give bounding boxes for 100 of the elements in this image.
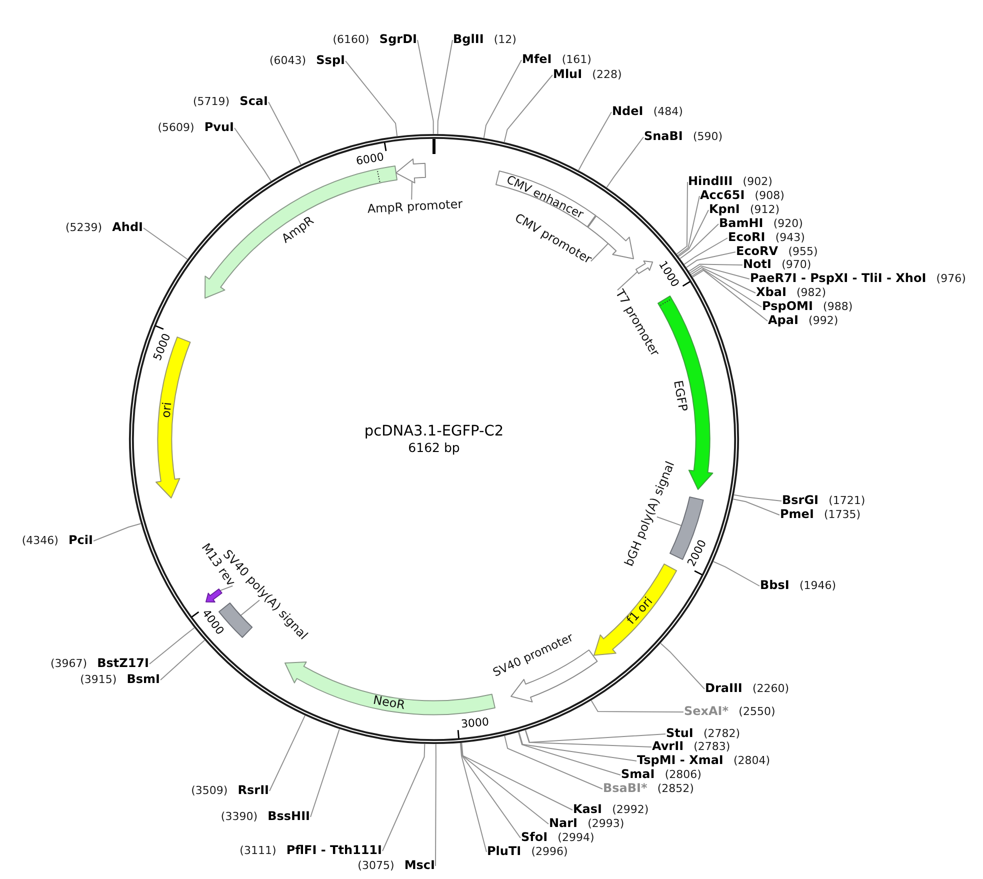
restriction-site-label: (3111) PflFI - Tth111I xyxy=(240,842,382,858)
restriction-site-label: StuI (2782) xyxy=(666,725,740,741)
leader-line xyxy=(269,715,306,792)
restriction-site-label: HindIII (902) xyxy=(688,173,772,189)
restriction-site-label: SnaBI (590) xyxy=(644,128,723,144)
leader-line xyxy=(734,494,782,502)
restriction-site-label: (6160) SgrDI xyxy=(332,31,417,47)
leader-line xyxy=(678,210,709,258)
restriction-site-label: ApaI (992) xyxy=(768,312,838,328)
leader-line xyxy=(690,265,750,280)
restriction-site-label: PaeR7I - PspXI - TliI - XhoI (976) xyxy=(750,270,966,286)
restriction-site-label: XbaI (982) xyxy=(756,284,826,300)
restriction-site-label: (6043) SspI xyxy=(269,52,345,68)
feature-label: ori xyxy=(160,402,174,419)
leader-line xyxy=(483,60,522,138)
feature-arc xyxy=(155,336,192,499)
leader-line xyxy=(690,266,756,294)
leader-line xyxy=(93,523,142,542)
restriction-site-label: NdeI (484) xyxy=(612,103,683,119)
feature-label: AmpR promoter xyxy=(367,198,463,216)
restriction-site-label: (3075) MscI xyxy=(358,857,435,873)
restriction-site-label: KasI (2992) xyxy=(573,801,649,817)
leader-line xyxy=(460,742,549,824)
leader-line xyxy=(234,128,272,182)
plasmid-size-label: 6162 bp xyxy=(408,440,460,456)
restriction-site-label: (3915) BsmI xyxy=(80,671,160,687)
leader-line xyxy=(590,700,684,712)
leader-line xyxy=(461,742,573,810)
scale-number: 2000 xyxy=(686,538,708,568)
small-feature-marker xyxy=(204,588,223,603)
restriction-site-label: (3509) RsrII xyxy=(191,782,269,798)
leader-line xyxy=(590,242,609,262)
restriction-site-label: BbsI (1946) xyxy=(760,577,836,593)
feature-label: EGFP xyxy=(670,380,690,412)
leader-line xyxy=(684,238,728,265)
small-feature-marker xyxy=(635,260,654,275)
leader-line xyxy=(712,561,760,586)
leader-line xyxy=(518,732,621,776)
leader-line xyxy=(525,730,666,743)
restriction-site-label: PmeI (1735) xyxy=(780,506,861,522)
leader-line xyxy=(417,40,434,134)
leader-line xyxy=(518,732,637,762)
plasmid-name: pcDNA3.1-EGFP-C2 xyxy=(364,424,504,440)
leader-line xyxy=(310,728,340,818)
leader-line xyxy=(435,744,436,866)
leader-line xyxy=(676,182,688,255)
scale-number: 6000 xyxy=(355,151,385,167)
restriction-site-label: TspMI - XmaI (2804) xyxy=(637,752,770,768)
leader-line xyxy=(411,181,412,200)
restriction-site-label: NotI (970) xyxy=(743,256,812,272)
restriction-site-label: EcoRV (955) xyxy=(736,243,818,259)
feature-arc xyxy=(395,158,427,184)
restriction-site-label: (5239) AhdI xyxy=(65,219,143,235)
leader-line xyxy=(504,735,603,790)
leader-line xyxy=(220,585,234,592)
restriction-site-label: PluTI (2996) xyxy=(487,843,568,859)
leader-line xyxy=(677,196,700,256)
restriction-site-label: SmaI (2806) xyxy=(621,766,702,782)
scale-number: 3000 xyxy=(460,716,489,730)
feature-label: f1 ori xyxy=(624,594,656,628)
restriction-site-label: BamHI (920) xyxy=(719,215,803,231)
leader-line xyxy=(268,102,302,165)
restriction-site-label: BsrGI (1721) xyxy=(782,492,866,508)
restriction-site-label: EcoRI (943) xyxy=(728,229,805,245)
restriction-site-label: (4346) PciI xyxy=(22,532,93,548)
leader-line xyxy=(688,264,743,272)
leader-line xyxy=(692,270,768,322)
restriction-site-label: NarI (2993) xyxy=(549,815,624,831)
restriction-site-label: (3390) BssHII xyxy=(220,808,310,824)
leader-line xyxy=(732,498,780,516)
restriction-site-label: (5609) PvuI xyxy=(158,119,234,135)
leader-line xyxy=(617,271,638,291)
leader-line xyxy=(240,600,260,616)
restriction-site-label: MfeI (161) xyxy=(522,51,592,67)
leader-line xyxy=(460,742,487,852)
leader-line xyxy=(692,268,762,308)
leader-line xyxy=(143,228,188,260)
leader-line xyxy=(606,136,644,188)
leader-line xyxy=(656,516,682,526)
leader-line xyxy=(578,112,612,171)
leader-line xyxy=(660,642,705,690)
leader-line xyxy=(680,224,719,260)
scale-number: 5000 xyxy=(152,332,173,362)
restriction-site-label: BsaBI* (2852) xyxy=(603,780,694,796)
restriction-site-label: (5719) ScaI xyxy=(193,93,268,109)
restriction-site-label: AvrII (2783) xyxy=(652,738,730,754)
restriction-site-label: BglII (12) xyxy=(453,31,516,47)
leader-line xyxy=(345,60,398,137)
restriction-site-label: (3967) BstZ17I xyxy=(50,655,149,671)
restriction-site-label: MluI (228) xyxy=(553,66,622,82)
restriction-site-label: DraIII (2260) xyxy=(705,680,790,696)
restriction-site-label: PspOMI (988) xyxy=(762,298,853,314)
leader-line xyxy=(504,74,553,142)
leader-line xyxy=(437,40,453,134)
leader-line xyxy=(460,742,521,838)
leader-line xyxy=(382,744,426,852)
restriction-site-label: SexAI* (2550) xyxy=(684,703,776,719)
leader-line xyxy=(160,640,206,680)
feature-label: NeoR xyxy=(372,694,406,713)
restriction-site-label: SfoI (2994) xyxy=(521,829,594,845)
